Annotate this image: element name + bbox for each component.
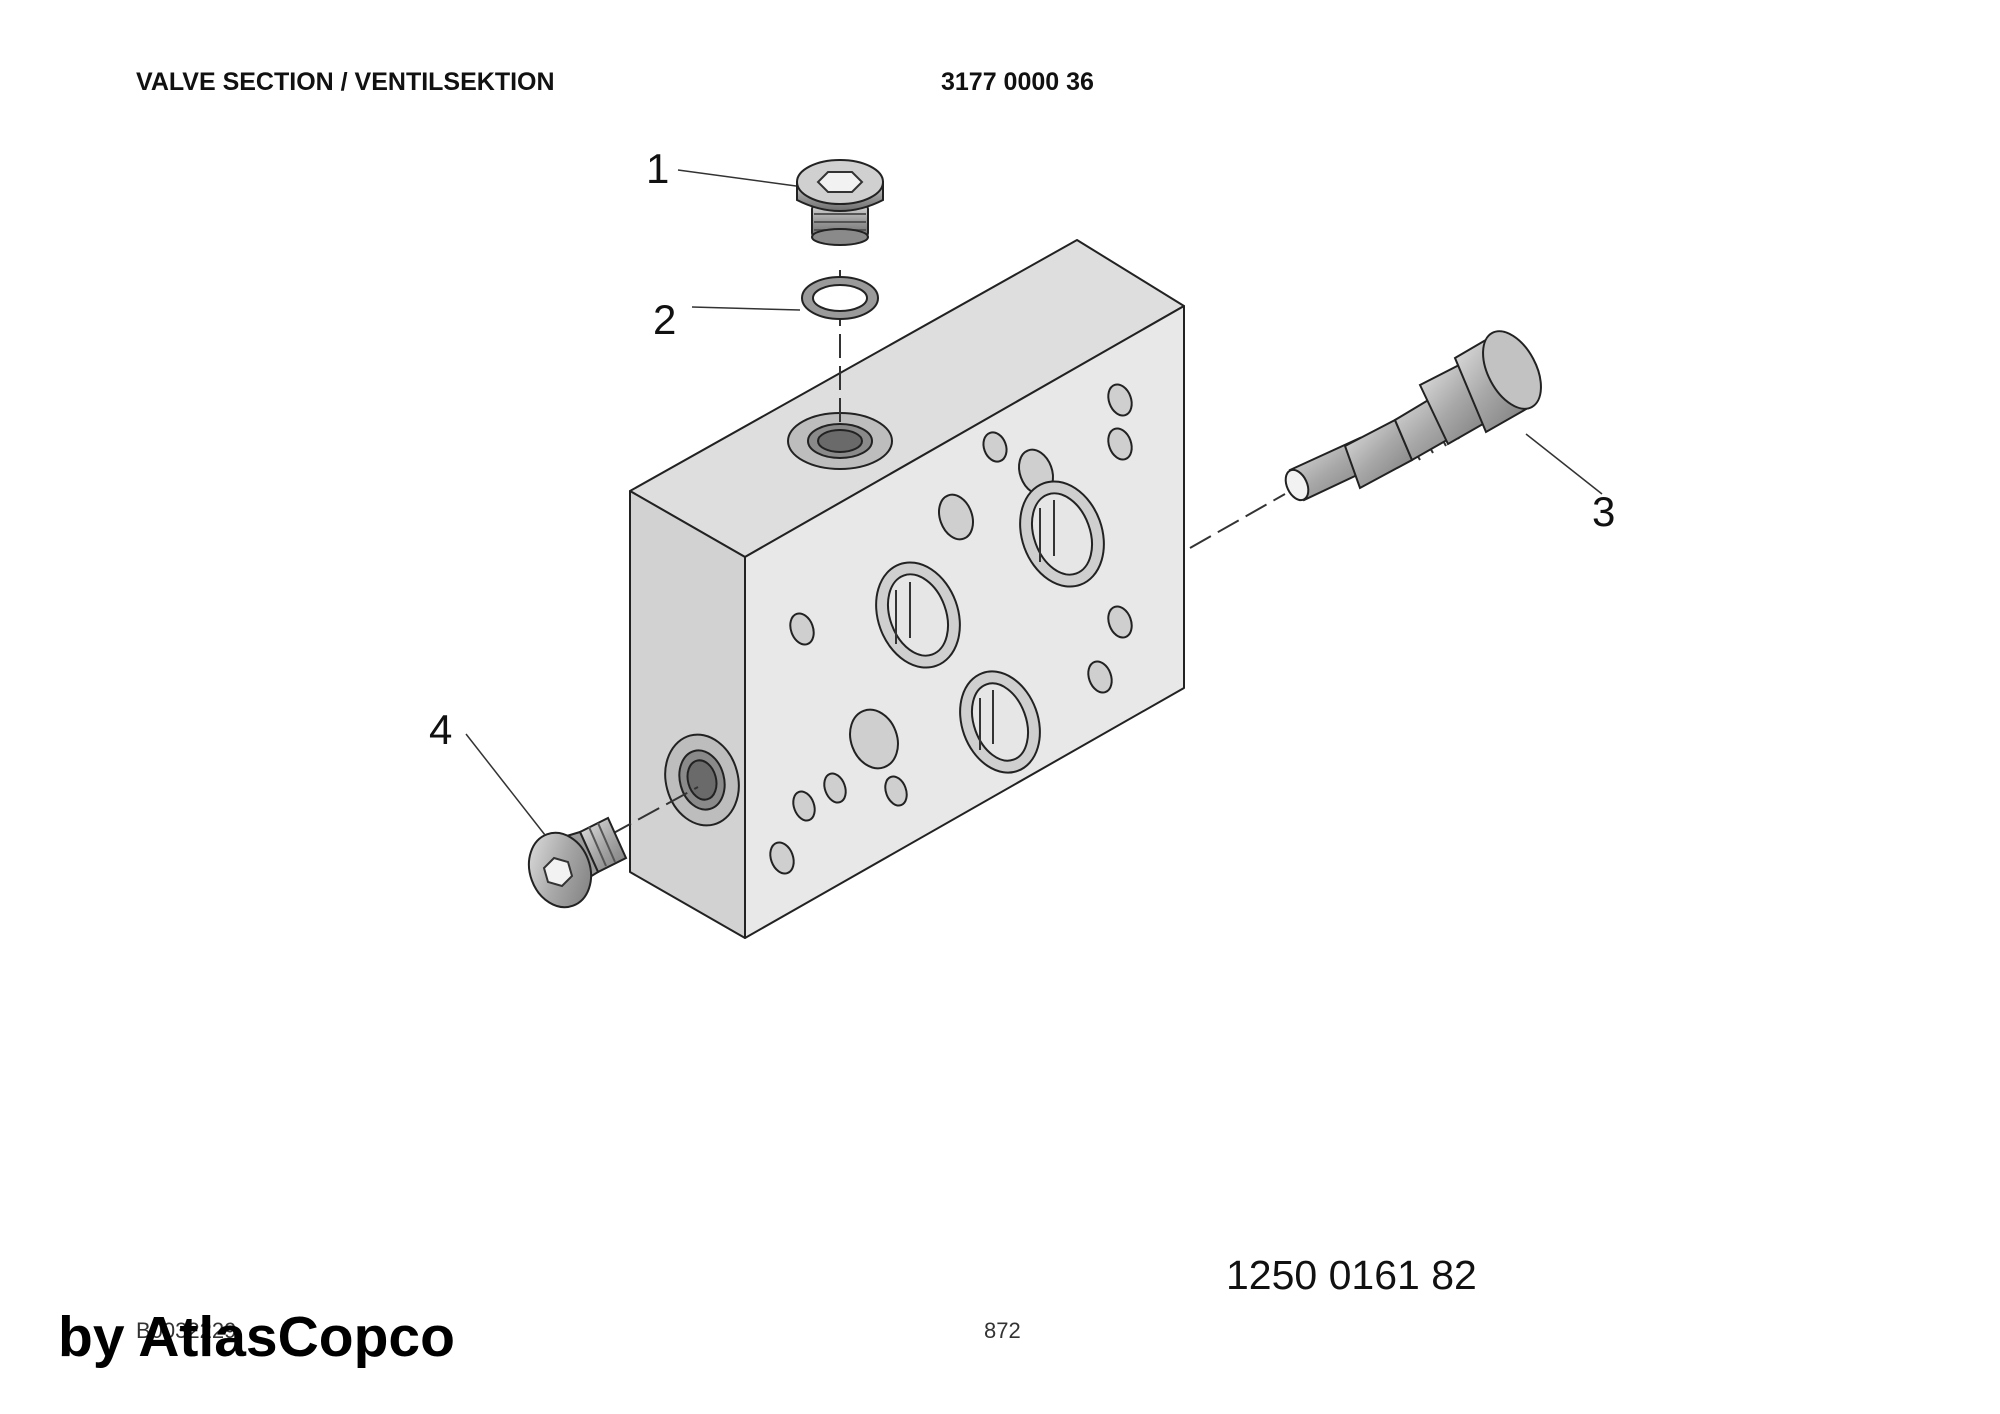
sheet-reference: B0032229	[136, 1318, 237, 1343]
valve-block	[629, 239, 1185, 939]
callout-2: 2	[653, 296, 676, 343]
top-port	[787, 412, 893, 470]
callout-1: 1	[646, 145, 669, 192]
cartridge-valve-part-3	[1284, 330, 1542, 502]
drawing-number: 1250 0161 82	[1226, 1252, 1477, 1298]
page-title: VALVE SECTION / VENTILSEKTION	[136, 68, 555, 96]
callout-numbers: 1 2 3 4	[429, 145, 1615, 753]
part-number: 3177 0000 36	[941, 68, 1094, 96]
plug-screw-part-1	[796, 159, 884, 246]
callout-4: 4	[429, 706, 452, 753]
watermark-text: by AtlasCopco	[58, 1305, 455, 1369]
callout-3: 3	[1592, 488, 1615, 535]
seal-ring-part-2	[801, 276, 879, 320]
front-face-holes	[769, 383, 1133, 875]
block-left-face	[629, 490, 746, 939]
plug-screw-part-4	[527, 816, 628, 909]
assembly-center-lines	[609, 270, 1286, 836]
spool-bores	[875, 480, 1105, 774]
block-front-face	[744, 305, 1185, 939]
page-number: 872	[984, 1318, 1021, 1343]
leader-lines	[465, 169, 1603, 836]
